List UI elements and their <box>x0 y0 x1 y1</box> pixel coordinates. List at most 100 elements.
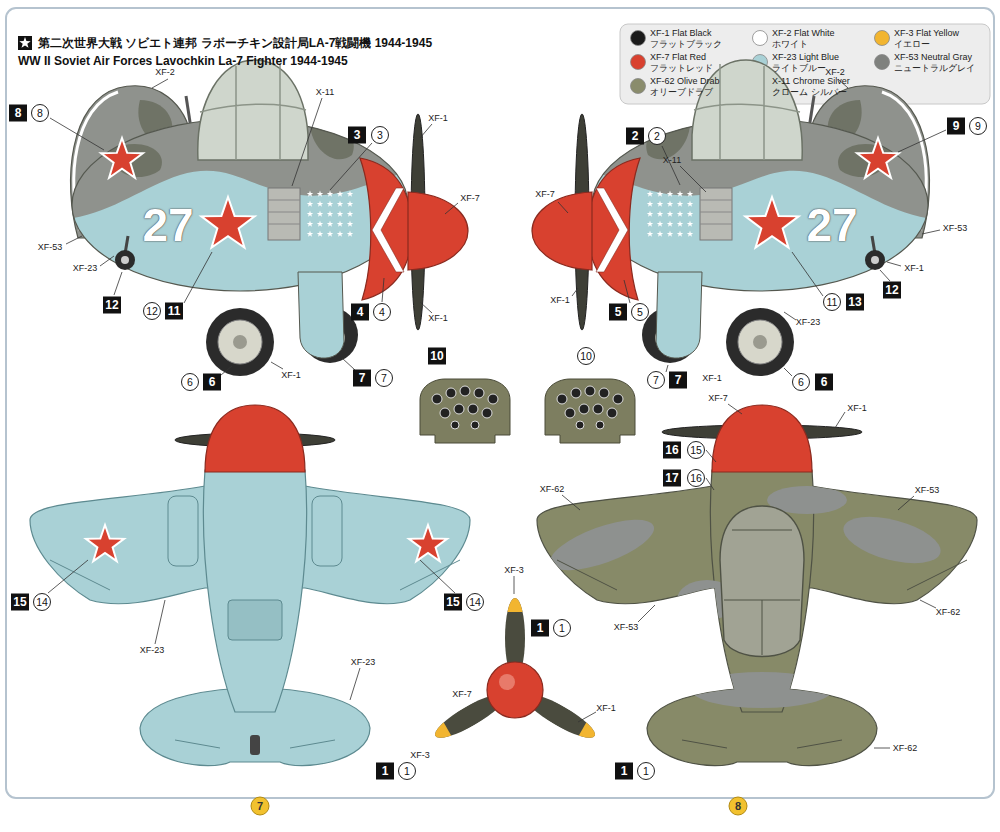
paint-code: XF-3 <box>504 565 524 575</box>
illustration-part <box>839 508 946 573</box>
kill-marking <box>307 231 313 237</box>
kill-marking <box>307 211 313 217</box>
leader-lines <box>48 79 946 748</box>
decal-number: 8 <box>9 105 27 122</box>
illustration-part <box>228 600 282 640</box>
aircraft-number: 27 <box>806 202 857 248</box>
kill-marking <box>317 221 323 227</box>
illustration-part <box>218 320 262 364</box>
leader-line <box>920 600 936 608</box>
leader-line <box>638 605 655 622</box>
kill-marking <box>337 231 343 237</box>
paint-code: X-11 <box>316 87 334 97</box>
paint-code: XF-7 <box>452 689 472 699</box>
top-view <box>537 405 977 766</box>
leader-line <box>420 302 432 313</box>
leader-line <box>578 712 596 722</box>
part-number: 7 <box>375 369 393 387</box>
part-number: 10 <box>577 347 595 365</box>
decal-number: 6 <box>815 374 833 391</box>
paint-code: XF-1 <box>428 113 448 123</box>
illustration-part <box>499 674 515 690</box>
leader-line <box>728 404 742 414</box>
part-number: 1 <box>637 762 655 780</box>
paint-code: XF-62 <box>893 743 918 753</box>
leader-line <box>330 143 372 190</box>
leader-line <box>100 256 114 266</box>
legend-text: XF-62 Olive Drab オリーブドラブ <box>650 76 748 97</box>
illustration-part <box>482 408 492 418</box>
decal-number: 1 <box>376 763 394 780</box>
kill-marking <box>337 191 343 197</box>
color-swatch <box>631 55 646 70</box>
part-number: 15 <box>687 441 705 459</box>
subtitle: WW II Soviet Air Forces Lavochkin La-7 F… <box>18 54 348 68</box>
part-number: 7 <box>647 371 665 389</box>
illustration-part <box>446 388 456 398</box>
illustration-part <box>578 720 600 744</box>
illustration-part <box>233 335 247 349</box>
part-number: 6 <box>181 373 199 391</box>
kill-marking <box>307 221 313 227</box>
part-number: 6 <box>792 373 810 391</box>
illustration-part <box>121 256 129 264</box>
paint-code: XF-3 <box>410 750 430 760</box>
kill-marking <box>337 221 343 227</box>
illustration-part <box>18 36 32 50</box>
red-star <box>201 197 254 248</box>
decal-number: 16 <box>663 442 681 459</box>
paint-code: XF-23 <box>73 263 98 273</box>
illustration-part <box>408 192 468 270</box>
part-number: 9 <box>969 117 987 135</box>
paint-code: XF-2 <box>155 67 175 77</box>
kill-marking <box>337 201 343 207</box>
decal-number: 2 <box>626 128 644 145</box>
paint-code: XF-1 <box>904 263 924 273</box>
leader-line <box>271 362 283 369</box>
decal-number: 15 <box>11 594 29 611</box>
paint-code: XF-53 <box>614 622 639 632</box>
part-number: 5 <box>631 303 649 321</box>
leader-line <box>562 495 580 510</box>
color-swatch <box>875 31 890 46</box>
leader-line <box>706 478 714 490</box>
color-swatch <box>875 55 890 70</box>
leader-line <box>184 252 212 303</box>
page-number-badge <box>251 797 269 815</box>
title-icon <box>18 36 32 50</box>
leader-line <box>792 252 823 296</box>
illustration-part <box>298 272 344 358</box>
illustration-part <box>101 138 255 248</box>
kill-marking <box>347 211 353 217</box>
leader-line <box>514 576 515 594</box>
part-number: 14 <box>466 593 484 611</box>
kill-marking <box>327 191 333 197</box>
leader-line <box>706 450 716 462</box>
decal-number: 5 <box>609 304 627 321</box>
kill-marking <box>317 211 323 217</box>
kill-marking <box>347 221 353 227</box>
legend-text: XF-23 Light Blue ライトブルー <box>772 52 870 73</box>
leader-line <box>898 130 946 152</box>
kill-marking <box>347 201 353 207</box>
leader-line <box>922 230 940 234</box>
decal-number: 12 <box>883 282 901 299</box>
leader-line <box>350 668 360 700</box>
paint-code: XF-2 <box>825 67 845 77</box>
paint-code: XF-53 <box>38 242 63 252</box>
legend-text: XF-7 Flat Red フラットレッド <box>650 52 748 73</box>
part-number: 2 <box>648 127 666 145</box>
illustration-part <box>487 662 543 718</box>
part-number: 16 <box>687 469 705 487</box>
leader-line <box>662 146 680 185</box>
kill-marking <box>327 211 333 217</box>
leader-line <box>887 262 901 266</box>
kill-marking <box>347 231 353 237</box>
leader-line <box>292 98 322 186</box>
illustration-part <box>115 250 135 270</box>
leader-line <box>835 412 845 428</box>
paint-code: XF-1 <box>596 703 616 713</box>
red-star <box>19 37 30 48</box>
leader-line <box>420 124 432 138</box>
